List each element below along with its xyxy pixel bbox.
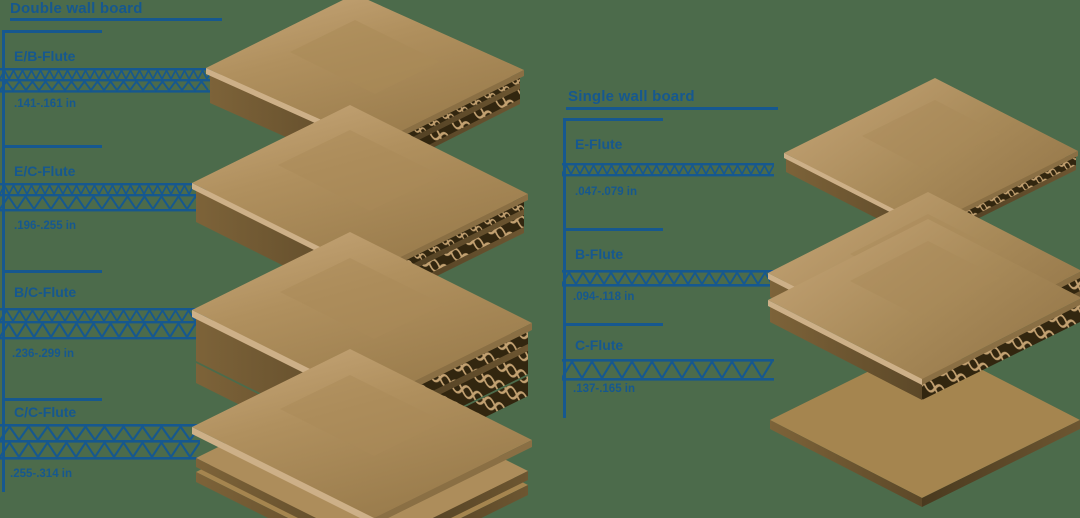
tick-bc-top [2,270,102,273]
flute-name-e: E-Flute [575,136,623,152]
flute-name-bc: B/C-Flute [14,284,77,300]
flute-profile-bc [0,308,212,342]
flute-name-eb: E/B-Flute [14,48,76,64]
flute-block-eb: E/B-Flute .141-.161 in [0,30,234,140]
board-eb [206,0,524,177]
flute-name-c: C-Flute [575,337,624,353]
flute-dimension-c: .137-.165 in [573,383,636,395]
single-wall-section: Single wall board [566,88,796,428]
flute-profile-c [562,359,774,385]
flute-block-e: E-Flute .047-.079 in [562,118,795,228]
flute-name-ec: E/C-Flute [14,163,76,179]
flute-profile-eb [0,68,212,94]
flute-name-cc: C/C-Flute [14,404,77,420]
single-wall-spine [563,118,566,418]
single-wall-title: Single wall board [568,88,695,105]
tick-eb-top [2,30,102,33]
flute-block-cc: C/C-Flute .255-.314 in [0,398,234,498]
double-wall-section: Double wall board [8,0,238,500]
flute-profile-b [562,270,774,290]
tick-cc-top [2,398,102,401]
flute-block-ec: E/C-Flute .196-.255 in [0,145,234,255]
double-wall-spine [2,30,5,492]
double-wall-title: Double wall board [10,0,143,17]
flute-dimension-cc: .255-.314 in [10,468,73,480]
tick-c-top [563,323,663,326]
flute-block-c: C-Flute .137-.165 in [562,323,795,433]
flute-block-bc: B/C-Flute .236-.299 in [0,270,234,385]
flute-block-b: B-Flute .094-.118 in [562,228,795,338]
flute-dimension-eb: .141-.161 in [14,98,77,110]
board-c [768,219,1080,507]
tick-b-top [563,228,663,231]
double-wall-title-rule [10,18,222,21]
flute-dimension-ec: .196-.255 in [14,220,77,232]
flute-dimension-b: .094-.118 in [573,291,635,303]
flute-name-b: B-Flute [575,246,624,262]
flute-profile-cc [0,424,200,464]
flute-profile-ec [0,183,212,215]
single-wall-title-rule [566,107,778,110]
tick-ec-top [2,145,102,148]
flute-profile-e [562,163,774,179]
flute-dimension-bc: .236-.299 in [12,348,75,360]
board-ec [192,105,528,309]
tick-e-top [563,118,663,121]
board-cc [192,340,532,518]
flute-dimension-e: .047-.079 in [575,186,638,198]
